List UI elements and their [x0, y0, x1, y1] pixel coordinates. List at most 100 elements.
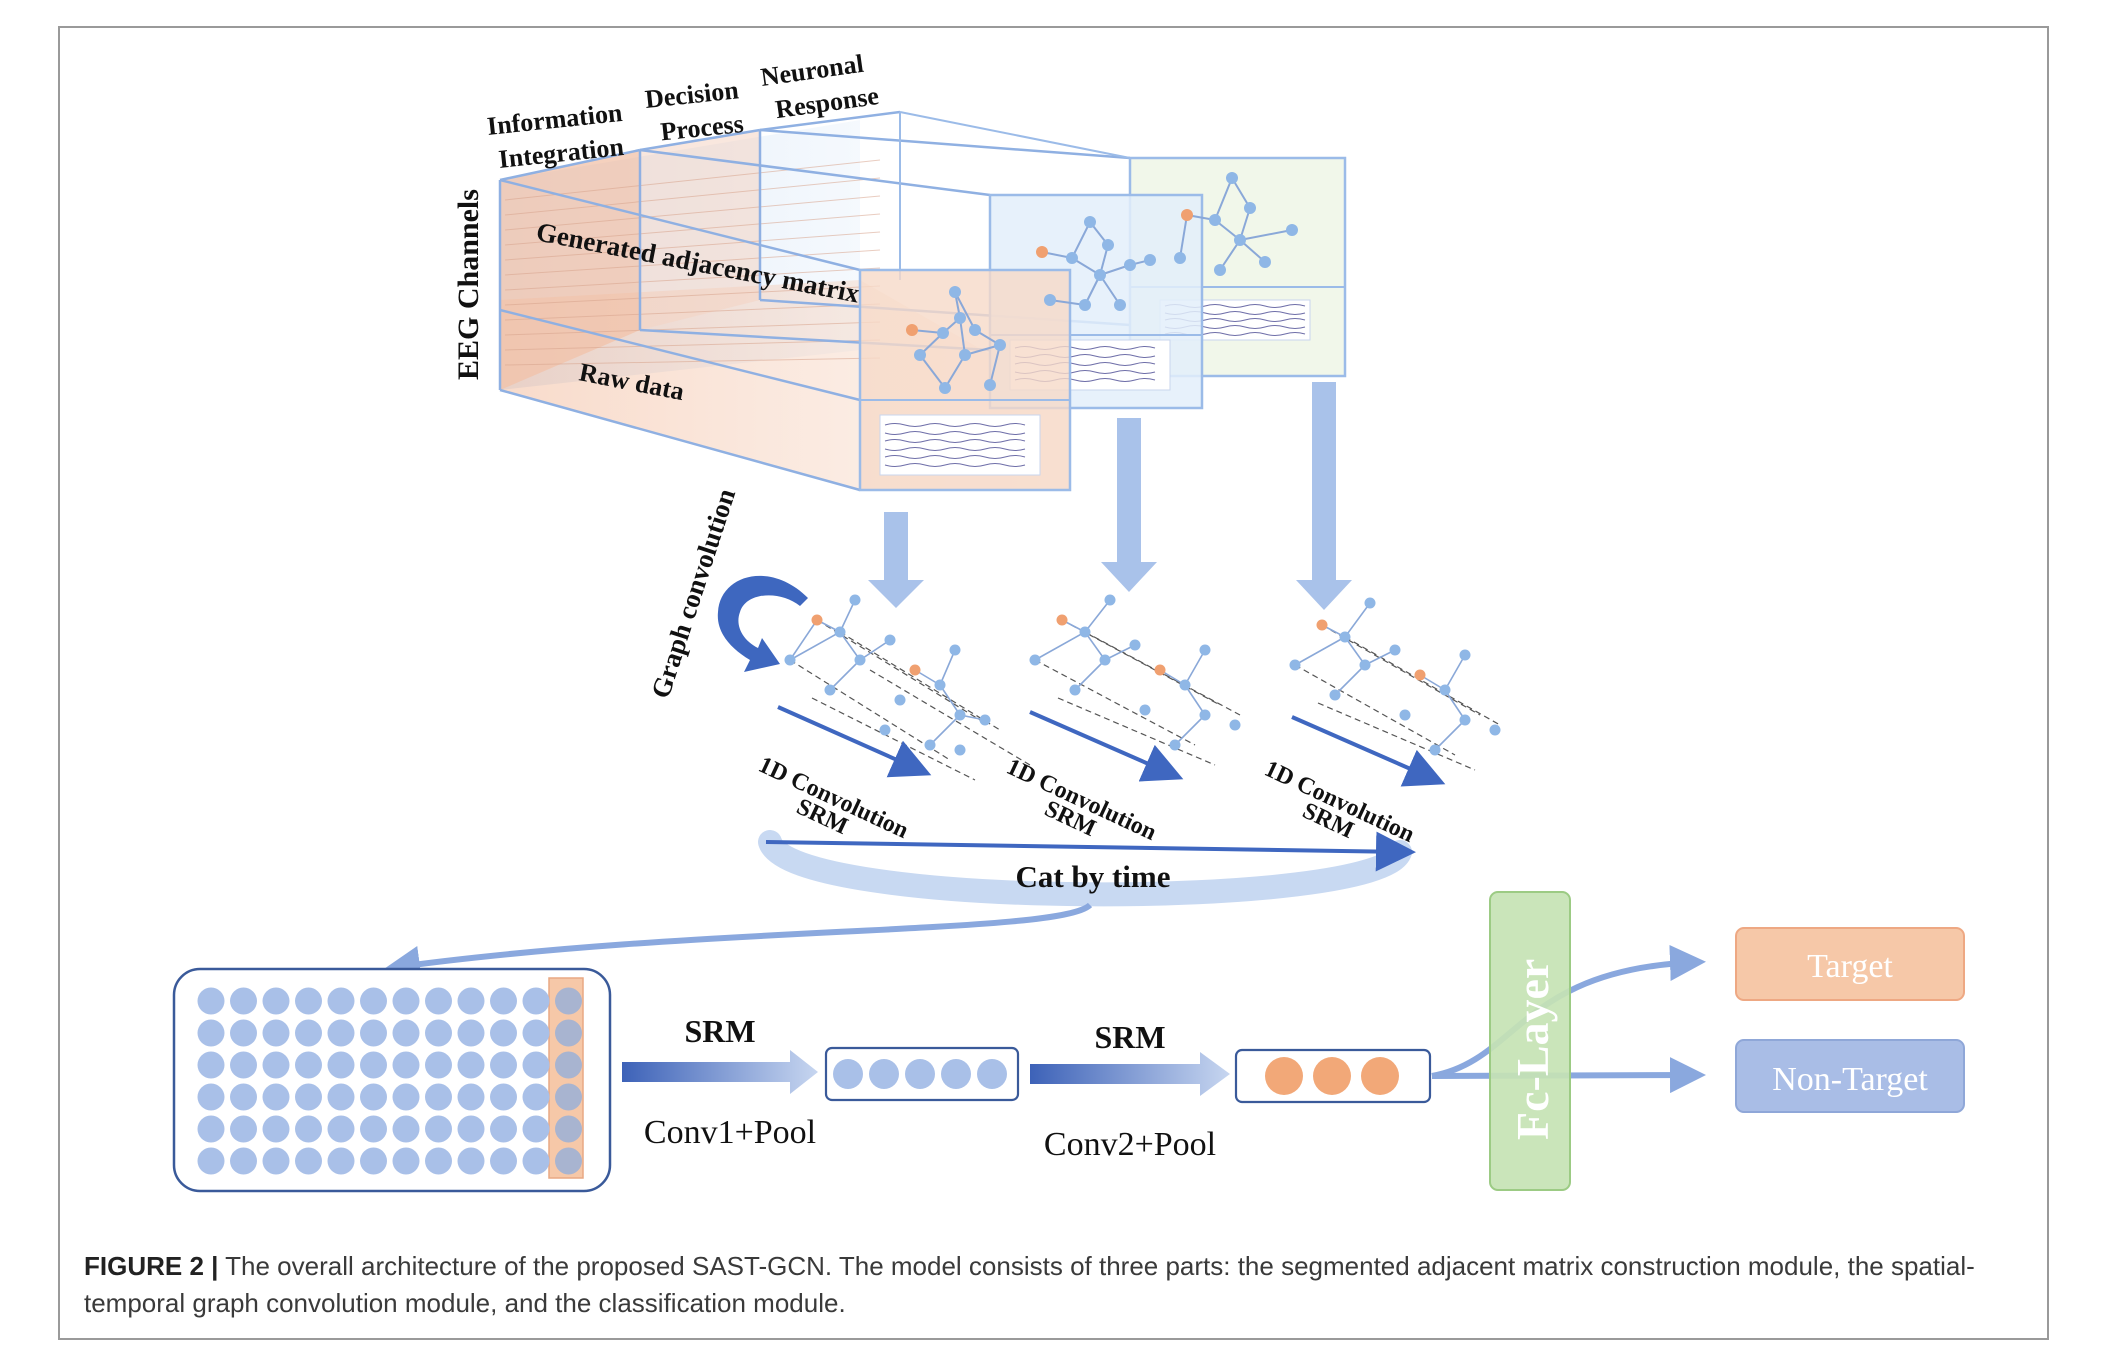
matrix-node — [197, 1147, 225, 1175]
matrix-node — [230, 1019, 257, 1047]
matrix-node — [425, 1115, 452, 1143]
matrix-node — [327, 1083, 355, 1111]
temporal-graph-3 — [1289, 597, 1501, 771]
conv1d-label-3: 1D Convolution SRM — [1260, 756, 1418, 848]
matrix-node — [230, 987, 257, 1015]
conv1-pool-label: Conv1+Pool — [644, 1114, 816, 1151]
down-arrows — [868, 382, 1352, 610]
cat-by-time-label: Cat by time — [1016, 859, 1171, 894]
matrix-node — [295, 1019, 322, 1047]
matrix-node — [425, 1051, 452, 1079]
feature-matrix-nodes — [197, 987, 582, 1175]
matrix-node — [490, 1051, 517, 1079]
matrix-node — [262, 1019, 290, 1047]
matrix-node — [197, 1051, 225, 1079]
non-target-label: Non-Target — [1772, 1061, 1928, 1098]
matrix-node — [230, 1115, 257, 1143]
matrix-node — [197, 987, 225, 1015]
matrix-node — [230, 1147, 257, 1175]
matrix-node — [262, 987, 290, 1015]
matrix-node — [262, 1147, 290, 1175]
figure-label: FIGURE 2 | — [84, 1251, 219, 1281]
matrix-node — [457, 1115, 485, 1143]
matrix-node — [360, 1115, 387, 1143]
matrix-node — [555, 1019, 582, 1047]
matrix-node — [327, 1051, 355, 1079]
matrix-node — [262, 1051, 290, 1079]
matrix-node — [425, 1083, 452, 1111]
matrix-node — [490, 987, 517, 1015]
matrix-node — [457, 1019, 485, 1047]
matrix-node — [392, 1147, 420, 1175]
conv1d-label-1: 1D Convolution SRM — [754, 752, 912, 844]
panel-graph-2 — [1036, 216, 1156, 311]
matrix-node — [457, 1083, 485, 1111]
matrix-node — [327, 1115, 355, 1143]
matrix-node — [360, 1051, 387, 1079]
fc-layer-label: Fc-Layer — [1507, 959, 1558, 1140]
matrix-node — [230, 1083, 257, 1111]
matrix-node — [327, 1019, 355, 1047]
matrix-node — [360, 1083, 387, 1111]
matrix-node — [457, 987, 485, 1015]
srm-label-1: SRM — [684, 1013, 755, 1049]
pooled-features-1 — [824, 1046, 1020, 1102]
adjacency-matrix-block — [498, 110, 1131, 492]
fc-layer-block — [1489, 891, 1571, 1191]
matrix-node — [262, 1115, 290, 1143]
matrix-node — [425, 987, 452, 1015]
matrix-node — [425, 1147, 452, 1175]
matrix-node — [295, 1051, 322, 1079]
matrix-node — [360, 1019, 387, 1047]
decision-process-label: Decision Process — [644, 75, 750, 148]
conv1d-label-2: 1D Convolution SRM — [1002, 754, 1160, 846]
matrix-node — [230, 1051, 257, 1079]
matrix-node — [392, 1083, 420, 1111]
matrix-node — [295, 1147, 322, 1175]
matrix-node — [490, 1083, 517, 1111]
matrix-node — [555, 1083, 582, 1111]
matrix-node — [295, 1083, 322, 1111]
temporal-graph-2 — [1029, 594, 1241, 766]
down-arrow-1 — [868, 512, 924, 608]
matrix-node — [392, 1019, 420, 1047]
neuronal-response-label: Neuronal Response — [759, 47, 881, 125]
pooled-features-2 — [1234, 1048, 1432, 1104]
matrix-node — [197, 1019, 225, 1047]
matrix-node — [327, 987, 355, 1015]
matrix-node — [360, 1147, 387, 1175]
non-target-output — [1735, 1039, 1965, 1113]
matrix-node — [522, 1147, 550, 1175]
matrix-node — [197, 1115, 225, 1143]
matrix-node — [457, 1051, 485, 1079]
matrix-node — [522, 1019, 550, 1047]
segment-panel-information-integration — [858, 268, 1072, 492]
down-arrow-2 — [1101, 418, 1157, 592]
matrix-node — [522, 1051, 550, 1079]
panel-graph-1 — [906, 286, 1006, 394]
target-label: Target — [1807, 948, 1893, 985]
matrix-node — [555, 987, 582, 1015]
srm-arrow-1 — [622, 1050, 818, 1094]
matrix-node — [295, 987, 322, 1015]
matrix-node — [360, 987, 387, 1015]
target-output — [1735, 927, 1965, 1001]
conv1d-arrows — [777, 705, 1446, 787]
srm-arrow-2 — [1030, 1052, 1230, 1096]
matrix-node — [490, 1019, 517, 1047]
matrix-node — [425, 1019, 452, 1047]
matrix-node — [555, 1051, 582, 1079]
figure-caption: FIGURE 2 | The overall architecture of t… — [84, 1248, 2004, 1322]
cat-by-time-group — [384, 830, 1416, 982]
matrix-node — [555, 1147, 582, 1175]
matrix-node — [327, 1147, 355, 1175]
matrix-node — [555, 1115, 582, 1143]
feature-matrix — [172, 967, 612, 1193]
graph-convolution-curved-arrow — [717, 575, 808, 672]
matrix-node — [197, 1083, 225, 1111]
matrix-node — [490, 1147, 517, 1175]
srm-label-2: SRM — [1094, 1019, 1165, 1055]
matrix-node — [392, 1051, 420, 1079]
matrix-node — [490, 1115, 517, 1143]
